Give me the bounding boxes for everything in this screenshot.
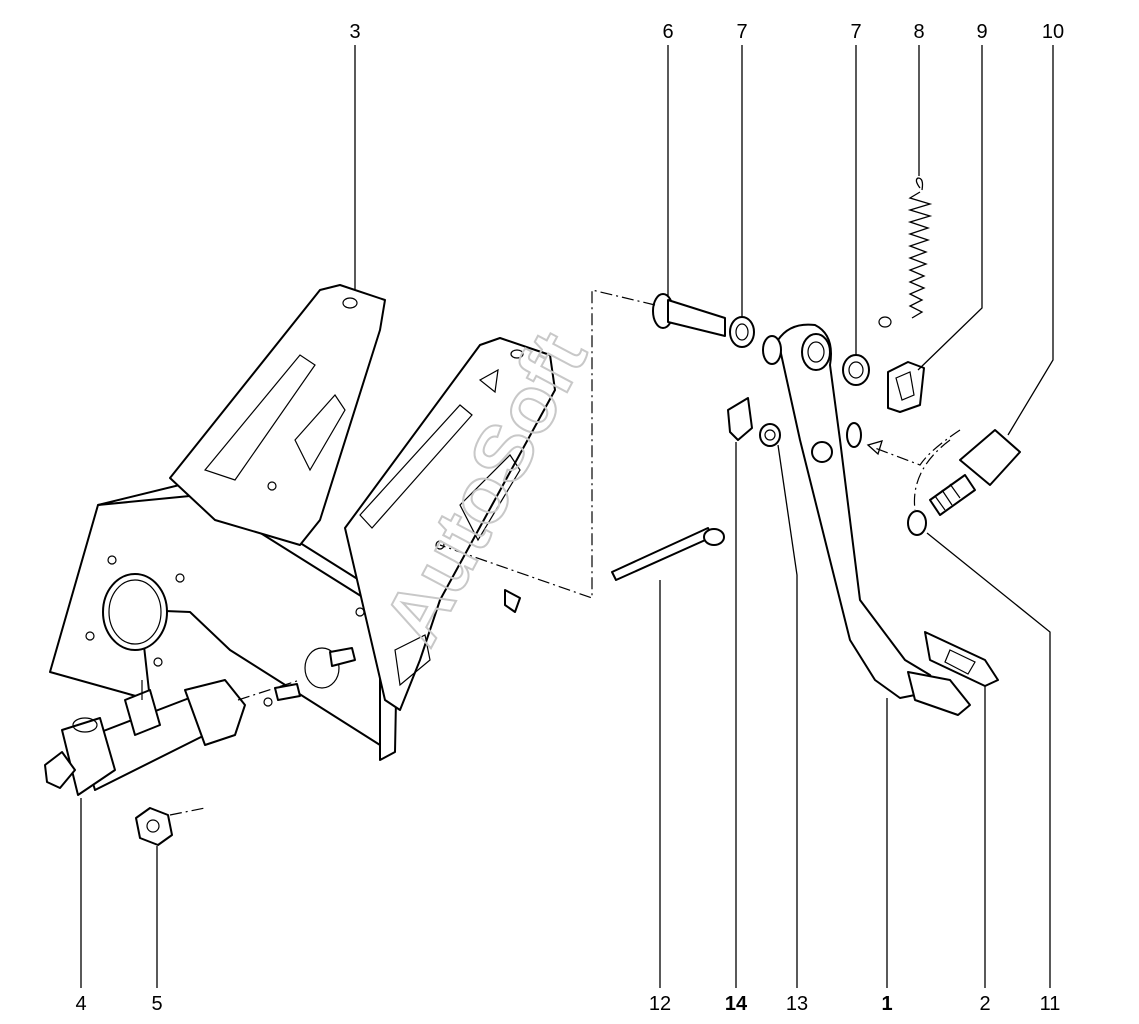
callout-1: 1 [881, 993, 892, 1015]
assembly-line-bolt [439, 289, 656, 599]
callout-labels: 3 6 7 7 8 9 10 4 5 12 14 13 1 2 11 [75, 21, 1064, 1015]
cotter-pin [611, 527, 725, 581]
adjuster-bushing [907, 510, 927, 536]
callout-5: 5 [151, 993, 162, 1015]
clutch-pedal [762, 323, 971, 716]
master-cylinder [44, 679, 246, 796]
callout-7-left: 7 [736, 21, 747, 43]
spring-clip [727, 397, 753, 441]
pivot-bolt [652, 293, 726, 337]
bushing-right [842, 354, 870, 386]
washer [759, 423, 781, 447]
callout-4: 4 [75, 993, 86, 1015]
return-spring [878, 177, 933, 328]
callout-11: 11 [1040, 993, 1061, 1015]
callout-10: 10 [1042, 21, 1064, 43]
callout-12: 12 [649, 993, 671, 1015]
callout-9: 9 [976, 21, 987, 43]
callout-2: 2 [979, 993, 990, 1015]
bushing-left [729, 316, 755, 348]
callout-13: 13 [786, 993, 808, 1015]
callout-6: 6 [662, 21, 673, 43]
flange-nut [135, 807, 173, 846]
callout-7-right: 7 [850, 21, 861, 43]
pedal-pad [924, 631, 999, 687]
callout-14: 14 [725, 993, 748, 1015]
leader-lines [80, 45, 1054, 988]
stop-light-switch [929, 429, 1021, 516]
assembly-arrow-switch [874, 429, 961, 466]
callout-8: 8 [913, 21, 924, 43]
pedal-bracket [49, 284, 556, 761]
callout-3: 3 [349, 21, 360, 43]
retaining-clip [887, 361, 925, 413]
